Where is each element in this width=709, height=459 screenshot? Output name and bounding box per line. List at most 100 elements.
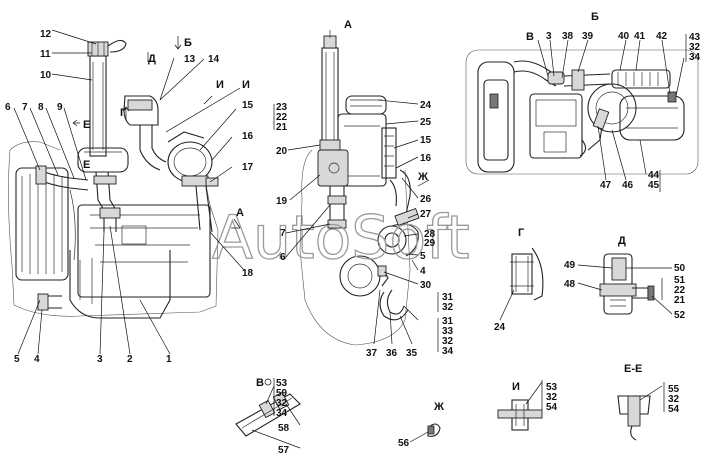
- callout-a-33: 33: [442, 326, 454, 337]
- callout-b-3: 3: [546, 31, 552, 42]
- view-v-title: В: [256, 377, 264, 389]
- callout-7: 7: [22, 102, 28, 113]
- callout-v-59: 59: [276, 388, 288, 399]
- callout-a-7: 7: [280, 228, 286, 239]
- view-ee-title: Е-Е: [624, 363, 642, 375]
- callout-i-main: И: [242, 79, 250, 91]
- watermark: AutoSoft: [212, 203, 470, 273]
- callout-v-32: 32: [276, 398, 288, 409]
- callout-d-50: 50: [674, 263, 686, 274]
- callout-b-43: 43: [689, 32, 701, 43]
- callout-a-4: 4: [420, 266, 426, 277]
- callout-b-46: 46: [622, 180, 634, 191]
- callout-a-37: 37: [366, 348, 378, 359]
- callout-a-5: 5: [420, 251, 426, 262]
- leader-lines: [13, 29, 685, 449]
- callout-a-25: 25: [420, 117, 432, 128]
- arrow-label-g: Г: [120, 107, 127, 119]
- callout-d-51: 51: [674, 275, 686, 286]
- view-zh-title: Ж: [433, 401, 444, 413]
- callout-ee-32: 32: [668, 394, 680, 405]
- callout-v-58: 58: [278, 423, 290, 434]
- callout-i-53: 53: [546, 382, 558, 393]
- callout-d-21: 21: [674, 295, 686, 306]
- callout-a-21: 21: [276, 122, 288, 133]
- callout-16: 16: [242, 131, 254, 142]
- arrow-label-zh: Ж: [417, 171, 428, 183]
- callout-18: 18: [242, 268, 254, 279]
- view-arrows: [72, 36, 430, 229]
- callout-b-38: 38: [562, 31, 574, 42]
- view-a-title: А: [344, 19, 352, 31]
- main-engine-view: [8, 39, 219, 319]
- callout-10: 10: [40, 70, 52, 81]
- callout-a-6: 6: [280, 252, 286, 263]
- callout-a-34: 34: [442, 346, 454, 357]
- callout-8: 8: [38, 102, 44, 113]
- arrow-label-i: И: [216, 79, 224, 91]
- view-b-drawing: [465, 49, 699, 175]
- callout-6: 6: [5, 102, 11, 113]
- main-callouts: 1 2 3 4 5 6 7 8 9 10 11 12 13 14 15 16 1…: [5, 29, 254, 365]
- callout-1: 1: [166, 354, 172, 365]
- callout-a-16: 16: [420, 153, 432, 164]
- callout-b-41: 41: [634, 31, 646, 42]
- stack-separators: [273, 34, 687, 416]
- callout-11: 11: [40, 49, 51, 60]
- view-a-callouts: 23 22 21 20 19 7 6 24 25 15 16 26 27 28 …: [276, 100, 454, 359]
- callout-a-22: 22: [276, 112, 288, 123]
- callout-b-42: 42: [656, 31, 668, 42]
- callout-b-34: 34: [689, 52, 701, 63]
- callout-14: 14: [208, 54, 220, 65]
- view-v-circle: [264, 378, 272, 386]
- callout-b-44: 44: [648, 170, 660, 181]
- arrow-label-d: Д: [148, 53, 156, 65]
- callout-a-31: 31: [442, 292, 454, 303]
- callout-d-52: 52: [674, 310, 686, 321]
- callout-a-32b: 32: [442, 336, 454, 347]
- callout-9: 9: [57, 102, 63, 113]
- callout-a-19: 19: [276, 196, 288, 207]
- view-ee-drawing: [617, 395, 651, 441]
- view-g-d-callouts: 24 49 48 50 51 22 21 52: [494, 260, 686, 333]
- callout-a-29: 29: [424, 238, 436, 249]
- view-g-drawing: [510, 247, 544, 301]
- view-d-title: Д: [618, 235, 626, 247]
- callout-a-15: 15: [420, 135, 432, 146]
- callout-i-32: 32: [546, 392, 558, 403]
- callout-a-24: 24: [420, 100, 432, 111]
- callout-ee-55: 55: [668, 384, 680, 395]
- callout-17: 17: [242, 162, 254, 173]
- callout-v-57: 57: [278, 445, 290, 456]
- callout-a-36: 36: [386, 348, 398, 359]
- callout-a-26: 26: [420, 194, 432, 205]
- callout-a-31b: 31: [442, 316, 454, 327]
- callout-b-39: 39: [582, 31, 594, 42]
- callout-a-30: 30: [420, 280, 432, 291]
- callout-a-23: 23: [276, 102, 288, 113]
- callout-3: 3: [97, 354, 103, 365]
- callout-v-53: 53: [276, 378, 288, 389]
- view-b-title: Б: [591, 11, 599, 23]
- view-i-title: И: [512, 381, 520, 393]
- callout-b-40: 40: [618, 31, 630, 42]
- callout-a-27: 27: [420, 209, 432, 220]
- callout-a-32: 32: [442, 302, 454, 313]
- arrow-label-b: Б: [184, 37, 192, 49]
- view-b-callouts: В 3 38 39 40 41 42 43 32 34 47 46 44 45: [526, 31, 701, 191]
- callout-12: 12: [40, 29, 52, 40]
- view-d-drawing: [599, 253, 655, 315]
- callout-b-32: 32: [689, 42, 701, 53]
- callout-d-49: 49: [564, 260, 576, 271]
- callout-b-47: 47: [600, 180, 612, 191]
- view-i-drawing: [497, 399, 543, 431]
- callout-zh-56: 56: [398, 438, 410, 449]
- view-titles: А Б Г Д В Ж И Е-Е Е Е Б Д Г И Ж А: [83, 11, 642, 413]
- callout-d-48: 48: [564, 279, 576, 290]
- callout-g-24: 24: [494, 322, 506, 333]
- callout-13: 13: [184, 54, 196, 65]
- arrow-label-a: А: [236, 207, 244, 219]
- callout-a-35: 35: [406, 348, 418, 359]
- callout-b-v: В: [526, 31, 534, 43]
